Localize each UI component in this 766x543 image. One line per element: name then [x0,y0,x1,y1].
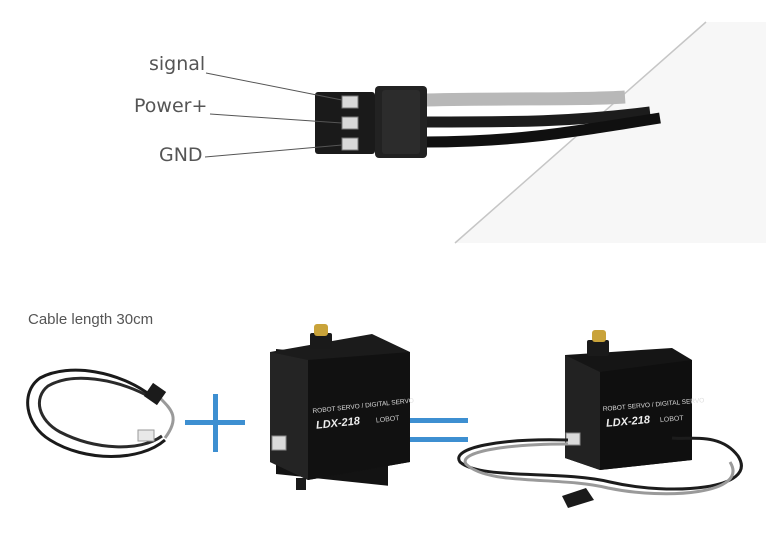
power-label: Power+ [134,95,208,117]
pin-signal [341,95,359,109]
power-leader-line [209,113,343,124]
servo-brand-line: ROBOT SERVO / DIGITAL SERVO [312,397,414,415]
connector-wires [424,90,661,148]
pin-gnd [341,137,359,151]
leader-lines [204,72,343,158]
gnd-leader-line [204,144,343,158]
servo-assembled [457,330,743,508]
signal-leader-line [205,72,343,101]
servo-maker: LOBOT [376,415,401,425]
servo-plug [562,488,594,508]
cable-connector-white [137,429,155,442]
servo-brand-line-assembled: ROBOT SERVO / DIGITAL SERVO [603,397,705,413]
plus-sign [185,394,245,452]
servo-unassembled [270,324,410,490]
servo-model: LDX-218 [315,415,361,432]
equals-sign [410,418,468,442]
dupont-connector [315,86,427,158]
horn-brass [314,324,328,336]
gnd-label: GND [159,144,203,166]
signal-label: signal [149,53,206,75]
servo-maker-assembled: LOBOT [660,415,685,424]
cable-length-caption: Cable length 30cm [28,311,154,328]
servo-model-assembled: LDX-218 [606,414,652,430]
loose-cable [26,368,175,458]
